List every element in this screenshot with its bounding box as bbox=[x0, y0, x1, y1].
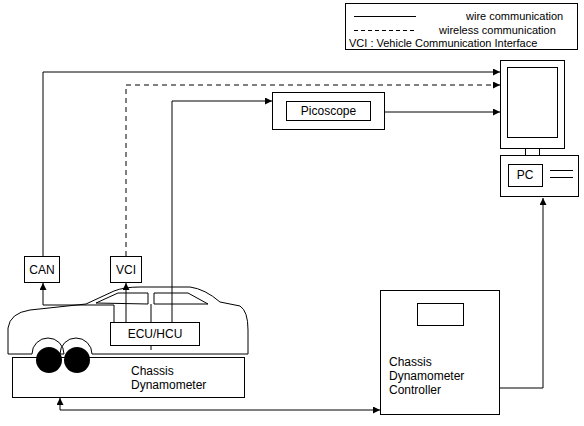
solid-line-sample bbox=[354, 10, 424, 23]
drive-slot bbox=[550, 177, 573, 178]
wire-connector bbox=[43, 72, 500, 256]
picoscope-box: Picoscope bbox=[272, 92, 385, 130]
legend-entry: VCI : Vehicle Communication Interface bbox=[346, 37, 577, 50]
legend-entry: wire communication bbox=[346, 10, 577, 23]
dashed-line-sample bbox=[354, 24, 424, 37]
wireless-connector bbox=[126, 85, 500, 256]
dynamometer-box: Chassis Dynamometer bbox=[12, 357, 245, 398]
node-label: Chassis Dynamometer bbox=[131, 364, 231, 392]
dynamometer-controller-box-outline bbox=[381, 291, 501, 416]
node-label: CAN bbox=[29, 263, 54, 277]
computer-case bbox=[501, 156, 579, 197]
monitor bbox=[501, 61, 565, 149]
roller bbox=[64, 347, 90, 373]
wire-connector bbox=[500, 198, 543, 388]
legend-label: wireless communication bbox=[439, 24, 556, 37]
can-box: CAN bbox=[24, 256, 60, 283]
pc-computer: PC bbox=[500, 58, 580, 198]
node-label: PC bbox=[508, 164, 542, 186]
node-label: VCI bbox=[116, 263, 136, 277]
drive-slot bbox=[550, 170, 573, 171]
wire-connector bbox=[126, 283, 127, 322]
legend-box: wire communicationwireless communication… bbox=[345, 3, 578, 50]
wire-connector bbox=[385, 112, 500, 113]
monitor-stand bbox=[526, 149, 540, 156]
legend-entry: wireless communication bbox=[346, 24, 577, 37]
vci-box: VCI bbox=[110, 256, 142, 283]
node-label: Picoscope bbox=[286, 101, 371, 121]
ecu-box: ECU/HCU bbox=[110, 322, 200, 346]
car-window bbox=[96, 293, 148, 304]
dynamometer-box-outline bbox=[13, 358, 246, 399]
pc-computer-outline bbox=[500, 58, 580, 198]
legend-label: wire communication bbox=[466, 10, 563, 23]
car-window bbox=[154, 293, 208, 304]
wire-connector bbox=[172, 101, 272, 322]
car-body bbox=[8, 287, 248, 354]
wire-connector bbox=[43, 283, 114, 322]
roller bbox=[36, 347, 62, 373]
node-label: ECU/HCU bbox=[128, 327, 183, 341]
legend-label: VCI : Vehicle Communication Interface bbox=[349, 37, 537, 50]
dynamometer-controller-box: Chassis Dynamometer Controller bbox=[380, 290, 500, 415]
node-label: Chassis Dynamometer Controller bbox=[389, 355, 489, 397]
pc-label-box bbox=[509, 165, 543, 187]
monitor-screen bbox=[508, 68, 558, 138]
wire-connector bbox=[60, 398, 380, 410]
controller-display bbox=[418, 304, 464, 326]
